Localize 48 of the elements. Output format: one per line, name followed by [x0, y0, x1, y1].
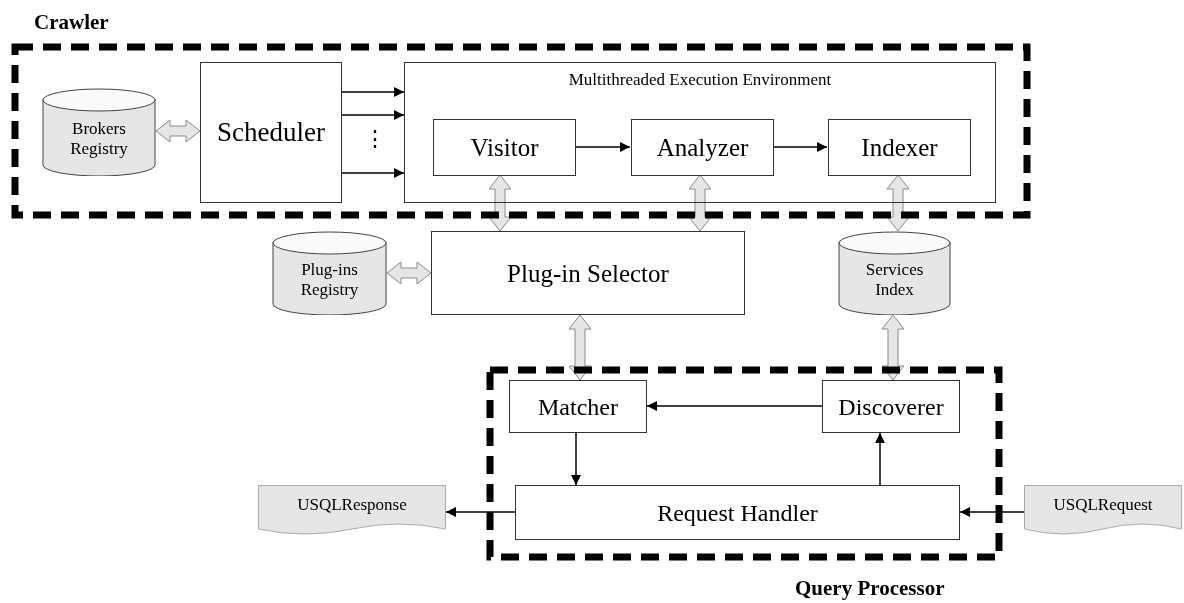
group-title: Crawler [34, 12, 109, 33]
document-shape [1024, 485, 1182, 537]
arrow [341, 87, 405, 97]
node-label: Scheduler [217, 119, 325, 146]
double-arrow [688, 174, 712, 232]
box-title: Multithreaded Execution Environment [567, 69, 833, 91]
arrow [341, 110, 405, 120]
arrow [875, 432, 885, 486]
environment-box [404, 62, 996, 203]
database-cylinder [272, 231, 387, 315]
arrow [959, 507, 1025, 517]
double-arrow [488, 174, 512, 232]
node-label: Indexer [861, 135, 938, 160]
arrow [571, 432, 581, 486]
database-cylinder [838, 231, 951, 315]
process-box [433, 119, 576, 176]
document-shape [258, 485, 446, 537]
node-label: Plug-ins Registry [299, 260, 360, 300]
node-label: Brokers Registry [69, 119, 129, 159]
process-box [515, 485, 960, 540]
double-arrow [568, 314, 592, 381]
arrow [574, 142, 631, 152]
ellipsis-label: ⋮ [364, 128, 386, 150]
double-arrow [155, 119, 201, 143]
node-label: Plug-in Selector [507, 260, 669, 286]
node-label: Analyzer [656, 135, 749, 160]
process-box [509, 380, 647, 433]
document-label: USQLResponse [297, 495, 407, 515]
node-label: Request Handler [657, 500, 818, 525]
arrow [341, 168, 405, 178]
group-title: Query Processor [795, 578, 945, 599]
document-label: USQLRequest [1053, 495, 1153, 515]
process-box [631, 119, 774, 176]
double-arrow [881, 314, 905, 381]
double-arrow [886, 174, 910, 232]
arrow [445, 507, 516, 517]
arrow [646, 401, 823, 411]
node-label: Matcher [538, 394, 618, 419]
node-label: Services Index [864, 260, 925, 300]
database-cylinder [42, 88, 156, 176]
process-box [822, 380, 960, 433]
process-box [431, 231, 745, 315]
process-box [200, 62, 342, 203]
arrow [772, 142, 828, 152]
node-label: Discoverer [838, 394, 944, 419]
double-arrow [386, 261, 432, 285]
process-box [828, 119, 971, 176]
node-label: Visitor [470, 135, 539, 160]
